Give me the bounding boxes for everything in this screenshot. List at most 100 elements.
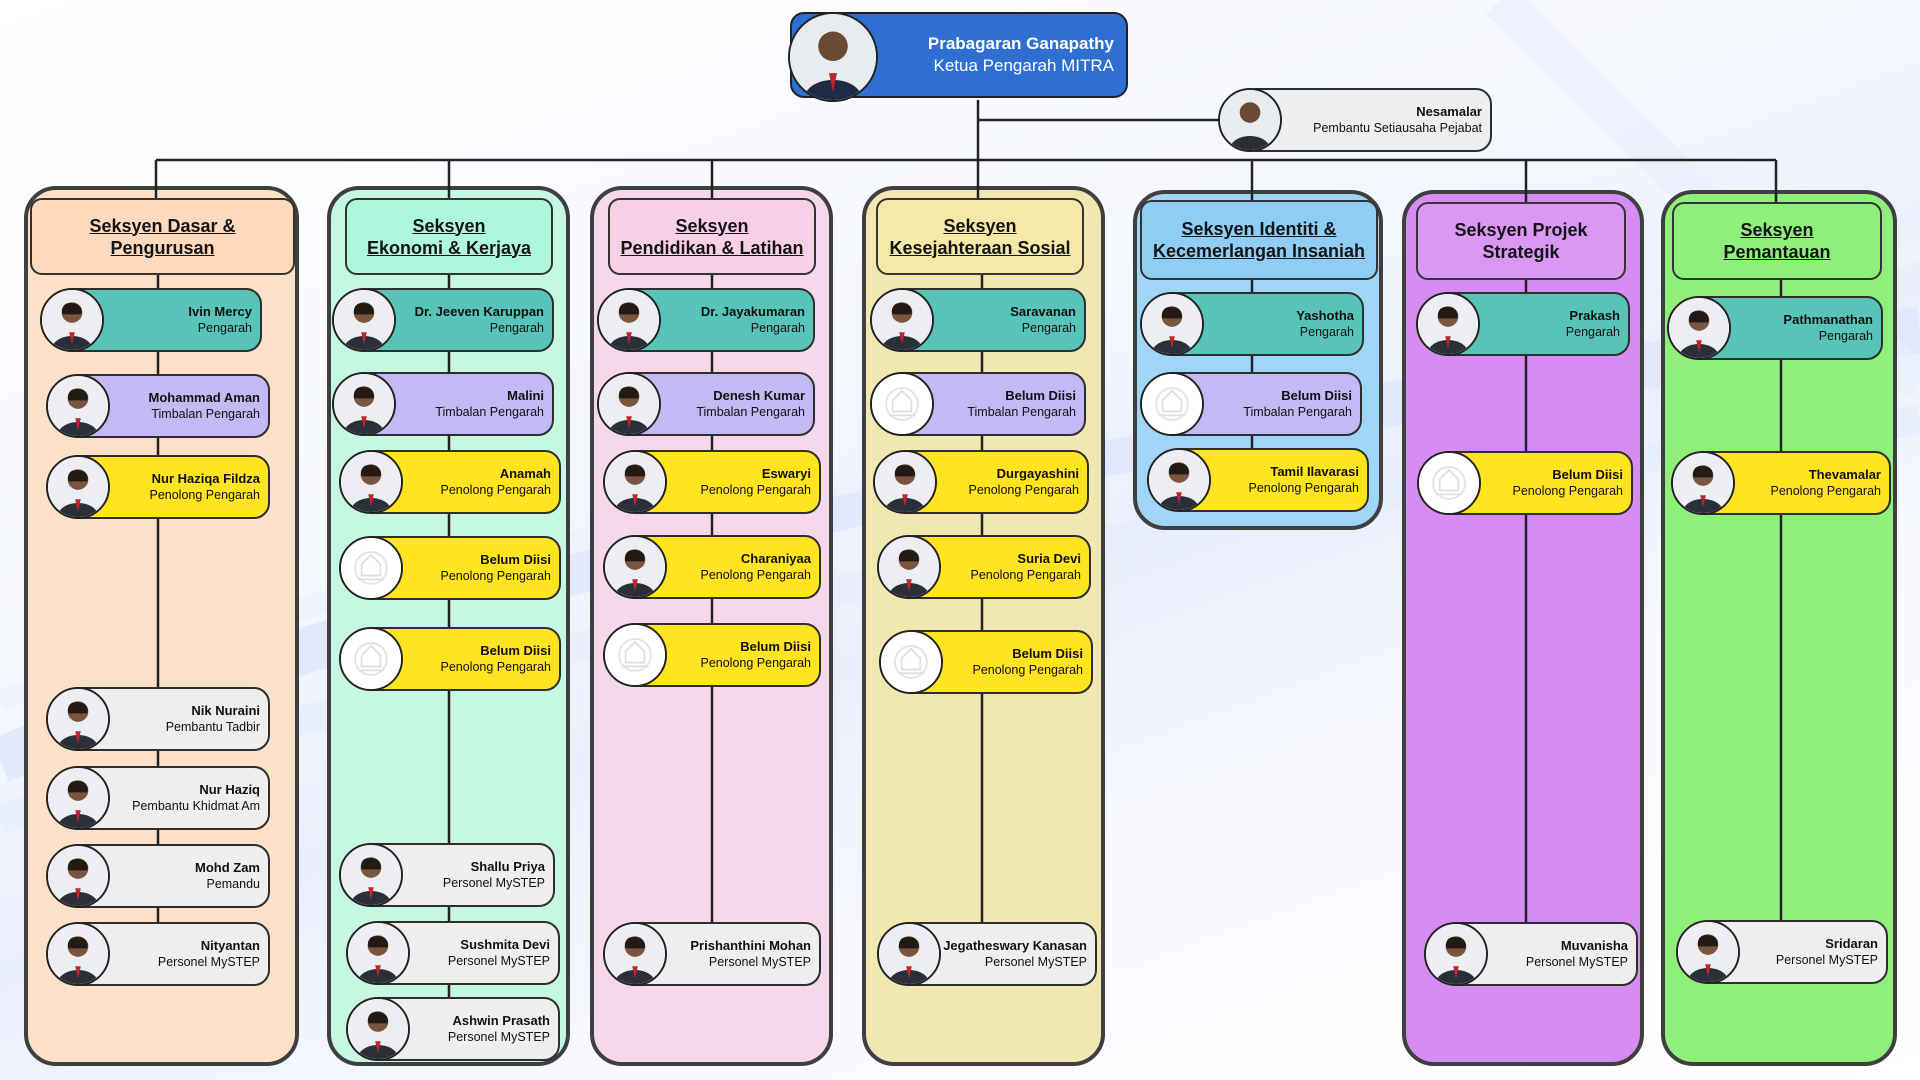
member-role: Pembantu Setiausaha Pejabat [1313,121,1482,135]
director-name: Prabagaran Ganapathy [927,34,1114,53]
section-title: Seksyen Pendidikan & Latihan [620,215,804,258]
person-photo-icon [46,374,110,438]
member-role: Timbalan Pengarah [151,407,260,421]
malaysia-crest-icon [1417,451,1481,515]
member-role: Pengarah [1021,321,1076,335]
section-title: Seksyen Projek Strategik [1454,220,1588,262]
person-photo-icon [788,12,878,102]
person-photo-icon [1676,920,1740,984]
member-name: Nik Nuraini [191,703,260,718]
member-name: Charaniyaa [740,551,811,566]
section-header-kesejahteraan-sosial: Seksyen Kesejahteraan Sosial [876,198,1084,275]
member-name: Tamil Ilavarasi [1270,464,1359,479]
member-name: Prishanthini Mohan [690,938,811,953]
member-role: Personel MySTEP [984,955,1087,969]
member-name: Belum Diisi [1012,646,1083,661]
member-name: Suria Devi [1017,551,1081,566]
member-role: Penolong Pengarah [440,660,551,674]
member-role: Penolong Pengarah [149,488,260,502]
member-role: Penolong Pengarah [1248,481,1359,495]
section-header-dasar-pengurusan: Seksyen Dasar & Pengurusan [30,198,295,275]
member-name: Dr. Jeeven Karuppan [414,304,544,319]
member-name: Mohd Zam [195,860,260,875]
member-name: Muvanisha [1560,938,1628,953]
secretary-card: Nesamalar Pembantu Setiausaha Pejabat [1240,88,1492,152]
person-photo-icon [603,922,667,986]
person-photo-icon [346,997,410,1061]
section-header-projek-strategik: Seksyen Projek Strategik [1416,202,1626,280]
member-role: Penolong Pengarah [972,663,1083,677]
section-title: Seksyen Kesejahteraan Sosial [889,215,1071,258]
member-name: Nur Haziq [199,782,260,797]
member-name: Malini [507,388,544,403]
person-photo-icon [1671,451,1735,515]
member-name: Ashwin Prasath [452,1013,550,1028]
member-role: Pemandu [206,877,260,891]
person-photo-icon [46,766,110,830]
person-photo-icon [873,450,937,514]
person-photo-icon [40,288,104,352]
member-name: Belum Diisi [480,552,551,567]
person-photo-icon [346,921,410,985]
section-title: Seksyen Ekonomi & Kerjaya [366,215,532,258]
person-photo-icon [46,922,110,986]
member-name: Nesamalar [1416,104,1482,119]
member-role: Personel MySTEP [157,955,260,969]
malaysia-crest-icon [870,372,934,436]
malaysia-crest-icon [1140,372,1204,436]
section-title: Seksyen Pemantauan [1723,220,1831,262]
member-role: Personel MySTEP [1775,953,1878,967]
person-photo-icon [46,687,110,751]
person-photo-icon [339,450,403,514]
person-photo-icon [1667,296,1731,360]
person-photo-icon [1147,448,1211,512]
person-photo-icon [597,288,661,352]
member-name: Yashotha [1296,308,1354,323]
section-header-identiti-kecemerlangan: Seksyen Identiti & Kecemerlangan Insania… [1140,200,1378,280]
member-name: Sushmita Devi [460,937,550,952]
member-name: Thevamalar [1808,467,1881,482]
section-header-pemantauan: Seksyen Pemantauan [1672,202,1882,280]
member-name: Shallu Priya [470,859,545,874]
member-role: Penolong Pengarah [1770,484,1881,498]
member-role: Timbalan Pengarah [1243,405,1352,419]
member-role: Timbalan Pengarah [696,405,805,419]
member-name: Belum Diisi [480,643,551,658]
member-role: Penolong Pengarah [970,568,1081,582]
member-role: Personel MySTEP [447,1030,550,1044]
person-photo-icon [332,372,396,436]
person-photo-icon [1218,88,1282,152]
member-role: Personel MySTEP [1525,955,1628,969]
member-role: Personel MySTEP [447,954,550,968]
member-role: Personel MySTEP [442,876,545,890]
member-role: Pengarah [1565,325,1620,339]
person-photo-icon [603,450,667,514]
person-photo-icon [1140,292,1204,356]
member-role: Pengarah [197,321,252,335]
member-name: Eswaryi [761,466,811,481]
member-name: Ivin Mercy [188,304,252,319]
member-role: Penolong Pengarah [700,568,811,582]
member-role: Pembantu Khidmat Am [132,799,260,813]
member-role: Timbalan Pengarah [435,405,544,419]
member-name: Durgayashini [996,466,1079,481]
member-name: Sridaran [1825,936,1878,951]
member-name: Saravanan [1010,304,1076,319]
malaysia-crest-icon [339,627,403,691]
member-name: Nityantan [200,938,260,953]
malaysia-crest-icon [879,630,943,694]
person-photo-icon [877,535,941,599]
member-role: Pembantu Tadbir [165,720,260,734]
person-photo-icon [46,844,110,908]
member-name: Belum Diisi [1281,388,1352,403]
member-role: Pengarah [1818,329,1873,343]
member-role: Pengarah [1299,325,1354,339]
person-photo-icon [46,455,110,519]
member-role: Pengarah [489,321,544,335]
member-role: Pengarah [750,321,805,335]
member-name: Denesh Kumar [713,388,805,403]
section-title: Seksyen Dasar & Pengurusan [89,215,236,258]
member-name: Jegatheswary Kanasan [943,938,1087,953]
member-name: Belum Diisi [740,639,811,654]
